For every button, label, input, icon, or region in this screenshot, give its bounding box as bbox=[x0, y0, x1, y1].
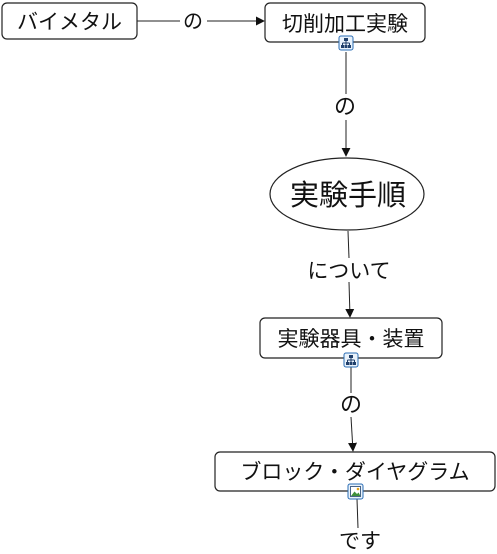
node-cutting-experiment-label: 切削加工実験 bbox=[282, 12, 408, 36]
link-label-block-tail: です bbox=[339, 529, 381, 553]
node-procedure[interactable]: 実験手順 bbox=[269, 157, 425, 231]
link-label-equipment-block: の bbox=[340, 393, 362, 418]
node-equipment-label: 実験器具・装置 bbox=[278, 327, 425, 351]
link-label-cutting-procedure: の bbox=[334, 95, 356, 120]
node-procedure-label: 実験手順 bbox=[290, 178, 406, 212]
connector-equipment-bottom bbox=[348, 416, 358, 452]
hierarchy-icon[interactable] bbox=[338, 35, 354, 51]
connector-block-tail bbox=[356, 498, 359, 529]
node-cutting-experiment[interactable]: 切削加工実験 bbox=[264, 2, 426, 43]
connector-procedure-top bbox=[347, 230, 350, 259]
hierarchy-icon[interactable] bbox=[343, 352, 359, 368]
image-icon[interactable] bbox=[347, 483, 364, 500]
node-equipment[interactable]: 実験器具・装置 bbox=[259, 317, 443, 359]
node-bimetal-label: バイメタル bbox=[17, 10, 122, 34]
connector-procedure-bottom bbox=[345, 281, 355, 318]
link-label-procedure-equipment: について bbox=[307, 259, 390, 283]
link-label-bimetal-cutting: の bbox=[183, 9, 203, 33]
node-bimetal[interactable]: バイメタル bbox=[1, 2, 138, 40]
node-block-diagram-label: ブロック・ダイヤグラム bbox=[240, 460, 469, 484]
